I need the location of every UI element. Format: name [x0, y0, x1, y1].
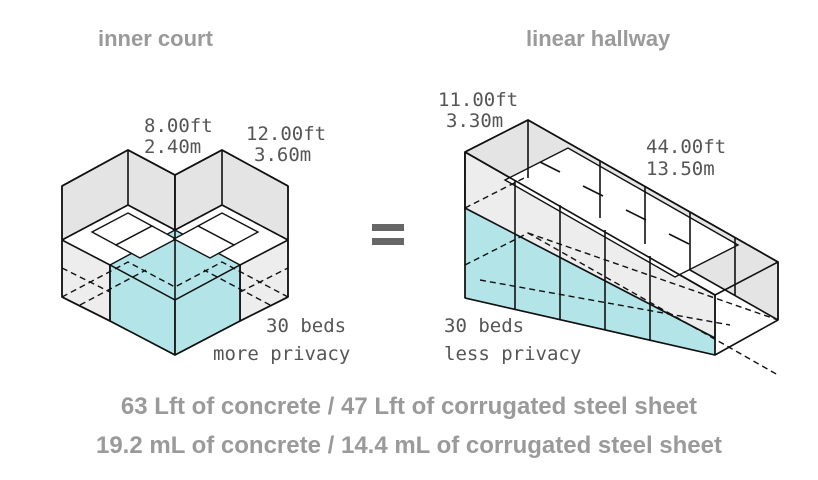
left-top-outline: [61, 149, 289, 187]
right-bed-div-4: [668, 233, 690, 245]
left-dash-7: [203, 269, 271, 306]
right-bed-strip: [503, 147, 740, 278]
inner-court-drawing: [61, 149, 289, 356]
left-dash-6: [79, 269, 147, 306]
right-privacy-note: less privacy: [444, 343, 581, 365]
equals-bar-top: [372, 224, 404, 231]
right-dim-a-ft: 11.00ft: [438, 89, 518, 111]
footer-metric: 19.2 mL of concrete / 14.4 mL of corruga…: [96, 432, 722, 459]
equals-bar-bottom: [372, 238, 404, 245]
right-bed-div-1: [539, 161, 561, 173]
left-beds-count: 30 beds: [266, 315, 346, 337]
left-heading: inner court: [98, 26, 214, 51]
right-dim-a-m: 3.30m: [446, 110, 503, 132]
left-dim-b-m: 3.60m: [254, 144, 311, 166]
left-dim-a-m: 2.40m: [144, 136, 201, 158]
right-dash-4: [527, 232, 779, 321]
right-top-outline: [464, 119, 779, 296]
left-dim-a-ft: 8.00ft: [144, 115, 213, 137]
right-dash-3: [479, 279, 731, 326]
right-dash-1: [464, 175, 529, 209]
left-dash-3: [61, 267, 111, 293]
right-bottom-outline: [464, 297, 779, 356]
left-dim-b-ft: 12.00ft: [246, 123, 326, 145]
right-beds-count: 30 beds: [444, 315, 524, 337]
right-bed-div-3: [625, 209, 647, 221]
right-heading: linear hallway: [526, 26, 671, 51]
right-dim-b-ft: 44.00ft: [646, 136, 726, 158]
equals-icon: [372, 224, 404, 245]
linear-hallway-drawing: [464, 119, 779, 376]
right-dim-b-m: 13.50m: [646, 158, 715, 180]
left-privacy-note: more privacy: [213, 343, 350, 365]
footer-imperial: 63 Lft of concrete / 47 Lft of corrugate…: [121, 393, 697, 420]
left-bed-4: [172, 225, 236, 259]
left-bottom-outline: [61, 296, 289, 356]
left-dash-4: [239, 267, 289, 293]
